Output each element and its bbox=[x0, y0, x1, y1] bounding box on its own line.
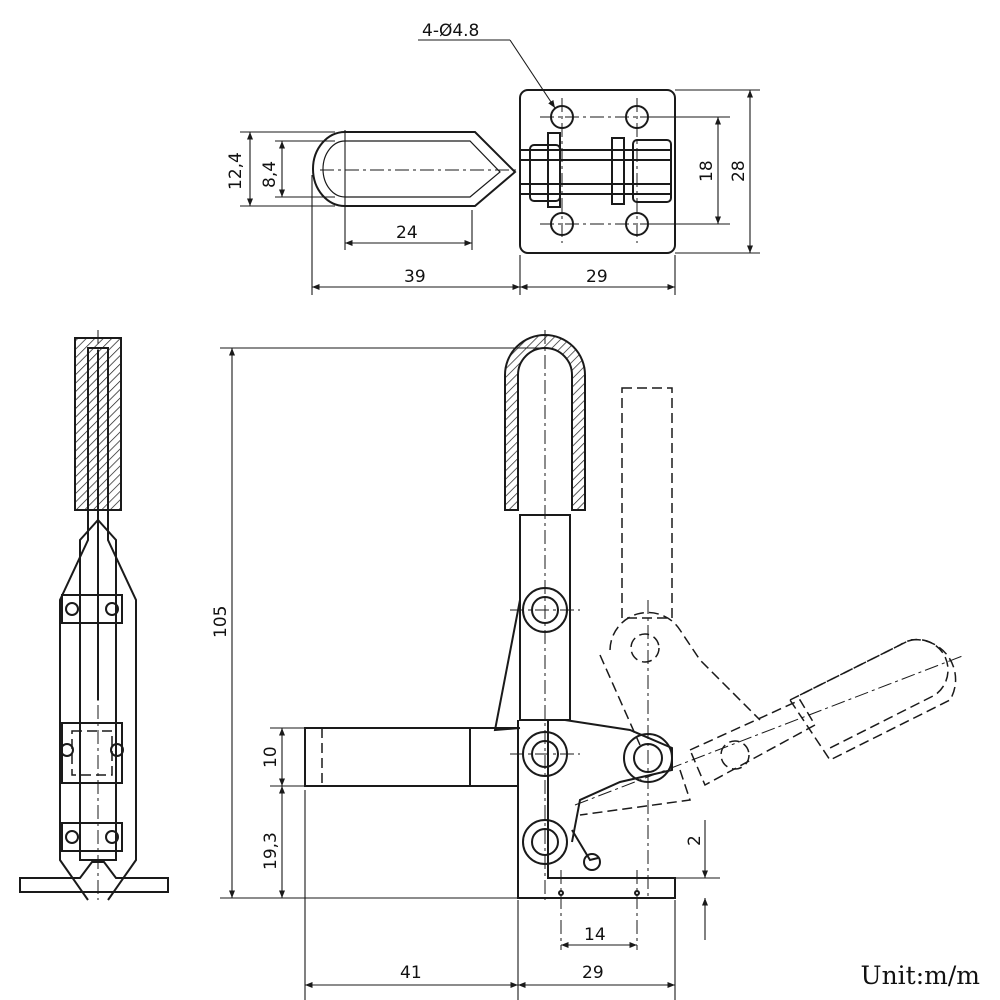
front-base bbox=[517, 720, 676, 899]
dim-39-29: 39 29 bbox=[311, 175, 676, 295]
dim-105-label: 105 bbox=[211, 606, 231, 638]
hole-callout-label: 4-Ø4.8 bbox=[422, 21, 479, 41]
top-linkage bbox=[520, 132, 672, 208]
front-view: 105 10 19,3 2 14 bbox=[211, 330, 966, 1000]
dim-18-28: 18 28 bbox=[650, 89, 760, 254]
dim-39-label: 39 bbox=[404, 267, 426, 287]
hole-callout: 4-Ø4.8 bbox=[418, 21, 556, 109]
dim-14-label: 14 bbox=[584, 925, 606, 945]
dim-10-19-3: 10 19,3 bbox=[261, 727, 305, 898]
top-view: 4-Ø4.8 12,4 8,4 24 39 29 bbox=[226, 21, 760, 295]
dim-105: 105 bbox=[211, 347, 540, 899]
open-position-phantom bbox=[574, 387, 966, 900]
top-handle bbox=[312, 131, 520, 207]
dim-8-4: 8,4 bbox=[260, 161, 280, 188]
dim-10-label: 10 bbox=[261, 746, 281, 768]
dim-24: 24 bbox=[344, 130, 473, 250]
dim-2-label: 2 bbox=[685, 835, 705, 846]
dim-14: 14 bbox=[561, 925, 637, 949]
dim-41-label: 41 bbox=[400, 963, 422, 983]
top-base-plate bbox=[519, 89, 676, 254]
dim-handle-width: 12,4 8,4 bbox=[226, 131, 335, 207]
dim-24-label: 24 bbox=[396, 223, 418, 243]
dim-29-top-label: 29 bbox=[586, 267, 608, 287]
dim-19-3-label: 19,3 bbox=[261, 832, 281, 870]
side-view bbox=[19, 330, 169, 901]
dim-29-front-label: 29 bbox=[582, 963, 604, 983]
front-handle-grip bbox=[504, 334, 586, 511]
dim-2: 2 bbox=[675, 820, 720, 940]
dim-12-4: 12,4 bbox=[226, 152, 246, 190]
front-spindle-block bbox=[304, 727, 519, 787]
dim-28-label: 28 bbox=[729, 160, 749, 182]
unit-label: Unit:m/m bbox=[860, 961, 980, 990]
dim-18-label: 18 bbox=[697, 160, 717, 182]
dim-41-29: 41 29 bbox=[304, 790, 676, 1000]
mounting-holes bbox=[540, 98, 660, 243]
